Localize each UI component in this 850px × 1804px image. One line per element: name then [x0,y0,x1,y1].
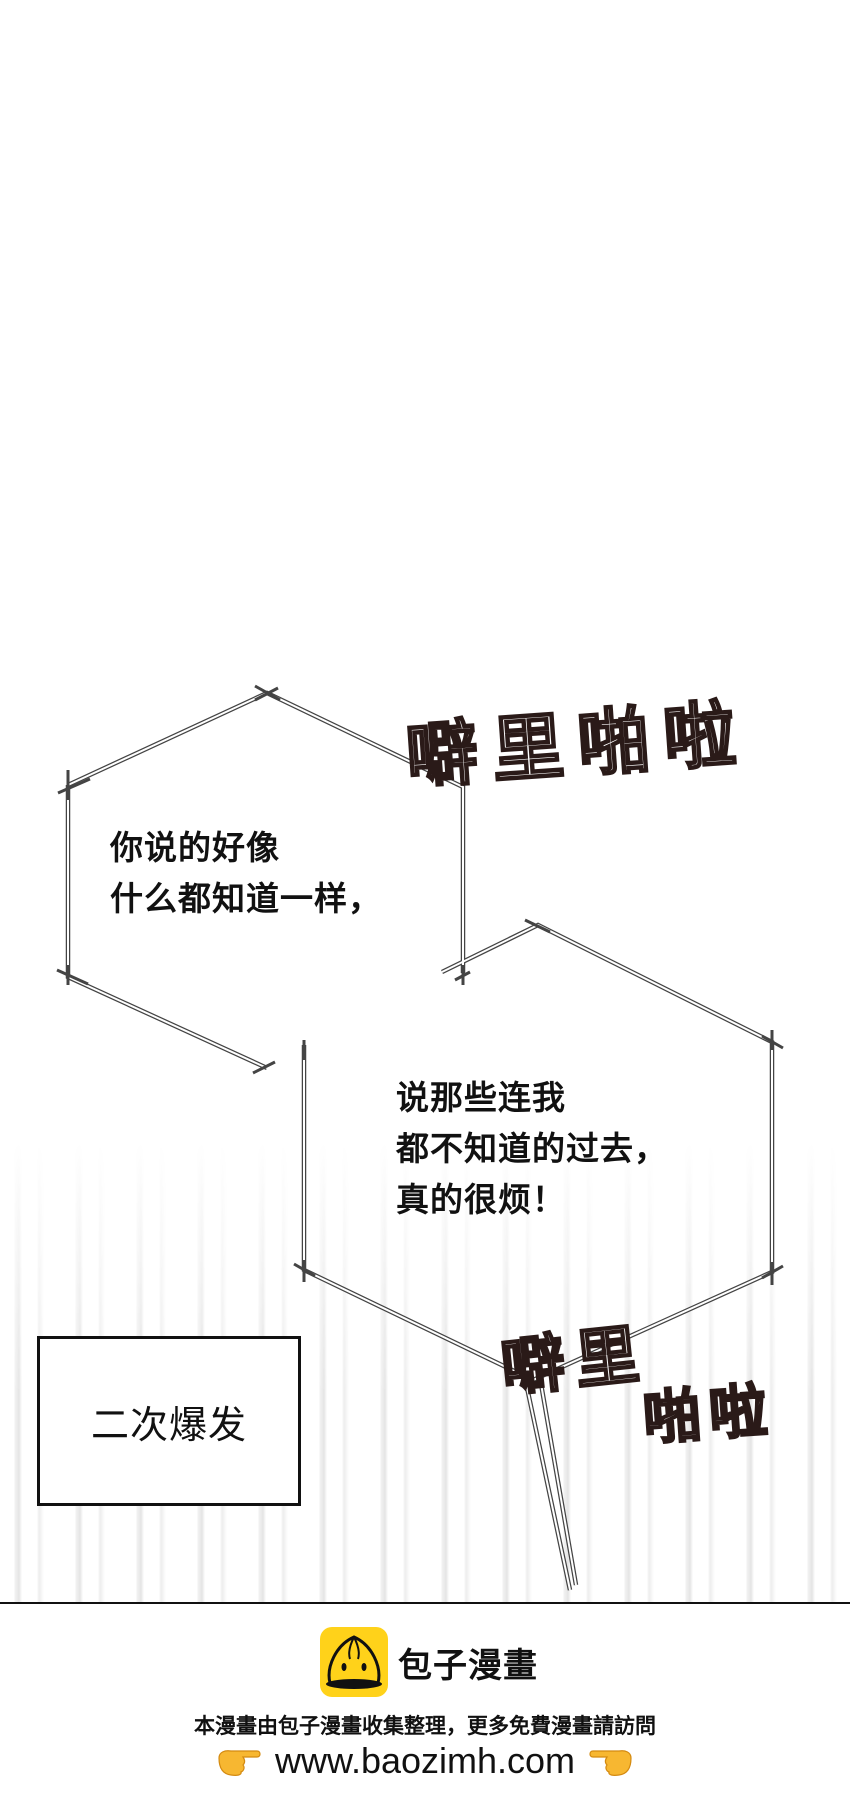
bun-mascot-icon [320,1627,388,1697]
caption-box: 二次爆发 [37,1336,301,1506]
pointing-left-hand-icon [589,1746,633,1776]
brand-link[interactable]: 包子漫畫 [320,1627,538,1697]
speech-bubble-1-text: 你说的好像 什么都知道一样， [110,828,382,918]
brand-name: 包子漫畫 [398,1645,538,1686]
site-footer: 包子漫畫 本漫畫由包子漫畫收集整理，更多免費漫畫請訪問 www.baozimh.… [0,1604,850,1804]
comic-panel: 你说的好像 什么都知道一样， 说那些连我 都不知道的过去， 真的很烦！ 噼里啪啦… [0,684,850,1603]
pointing-right-hand-icon [217,1746,261,1776]
speech-bubble-frames [56,684,784,1591]
url-row: www.baozimh.com [0,1740,850,1782]
footer-notice: 本漫畫由包子漫畫收集整理，更多免費漫畫請訪問 [194,1714,656,1738]
sound-effect-crackle-bottom-b: 啪啦 [640,1375,779,1454]
caption-text: 二次爆发 [90,1402,247,1447]
speech-bubble-2-text: 说那些连我 都不知道的过去， 真的很烦！ [396,1078,668,1219]
site-url-link[interactable]: www.baozimh.com [274,1740,576,1781]
sound-effect-crackle-bottom-a: 噼里 [496,1316,653,1407]
footer-divider [0,1602,850,1604]
